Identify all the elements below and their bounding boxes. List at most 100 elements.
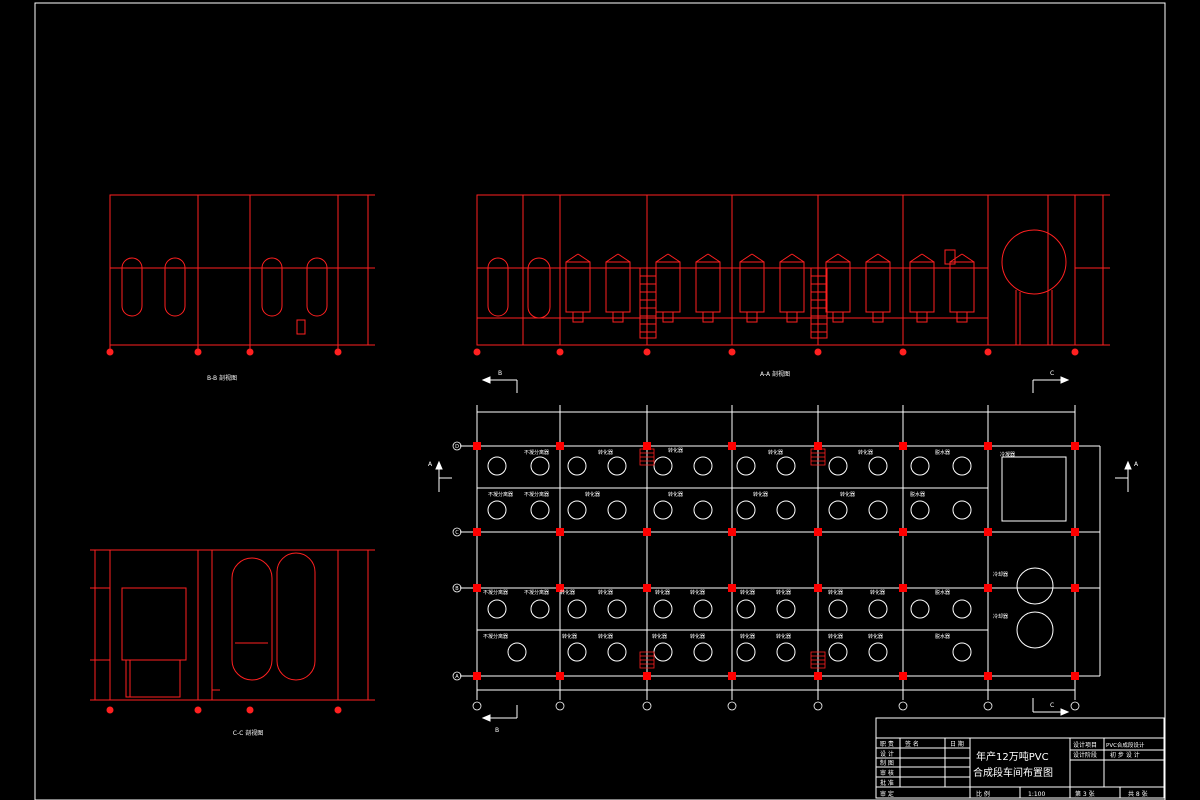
plan-label-r3-10: 脱水器: [935, 589, 950, 596]
tb-role-design: 设 计: [880, 750, 894, 758]
plan-label-r4-5: 转化器: [740, 633, 755, 640]
plan-label-r2-1: 不凝分离器: [524, 491, 549, 498]
tb-role-check: 审 核: [880, 769, 894, 777]
plan-equipment-row2: [487, 500, 972, 520]
row-label-d: D: [455, 444, 459, 450]
cut-b-bottom: B: [495, 727, 499, 734]
plan-label-r2-2: 转化器: [585, 491, 600, 498]
tb-project-label: 设计项目: [1073, 741, 1097, 749]
tb-col-name: 签 名: [905, 740, 919, 748]
plan-label-r2-8: 转化器: [840, 491, 855, 498]
tb-sheet-total: 共 8 张: [1128, 790, 1148, 798]
plan-label-r3-2: 转化器: [560, 589, 575, 596]
plan-label-r4-3: 转化器: [652, 633, 667, 640]
plan-axis-bubbles: [452, 441, 1080, 711]
plan-label-r1-4: 转化器: [668, 447, 683, 454]
plan-label-cooler-2: 冷却器: [993, 613, 1008, 620]
section-cut-arrows: [435, 376, 1132, 722]
aa-section-view: [473, 194, 1110, 356]
plan-label-r3-8: 转化器: [828, 589, 843, 596]
plan-label-r3-4: 转化器: [655, 589, 670, 596]
plan-label-r3-6: 转化器: [740, 589, 755, 596]
bb-axis-marker: [106, 348, 114, 356]
plan-columns: [473, 442, 1079, 680]
plan-label-r4-2: 转化器: [598, 633, 613, 640]
plan-label-r4-0: 不凝分离器: [483, 633, 508, 640]
row-label-c: C: [455, 530, 459, 536]
aa-view-label: A-A 剖视图: [760, 370, 790, 378]
cut-c-bottom: C: [1050, 702, 1054, 709]
plan-label-r1-2: 转化器: [598, 449, 613, 456]
row-label-a: A: [455, 674, 459, 680]
plan-label-r4-9: 脱水器: [935, 633, 950, 640]
title-block-text: 职 责 签 名 日 期 设 计 制 图 审 核 批 准 审 定 年产12万吨PV…: [880, 740, 1148, 798]
cut-a-right: A: [1134, 461, 1139, 468]
plan-label-r3-0: 不凝分离器: [483, 589, 508, 596]
tb-role-review: 审 定: [880, 790, 894, 798]
plan-label-r1-8: 转化器: [858, 449, 873, 456]
tb-project-value: PVC合成段设计: [1106, 741, 1145, 749]
cc-section-view: [90, 549, 375, 714]
cc-vessel-1: [231, 557, 273, 681]
plan-label-r2-6: 转化器: [753, 491, 768, 498]
cc-vessel-2: [276, 552, 316, 681]
tb-col-date: 日 期: [950, 740, 964, 748]
plan-label-r1-6: 转化器: [768, 449, 783, 456]
tb-title-line2: 合成段车间布置图: [973, 766, 1053, 779]
plan-label-r1-0: 不凝分离器: [524, 449, 549, 456]
cut-b-top: B: [498, 370, 502, 377]
plan-label-r3-5: 转化器: [690, 589, 705, 596]
aa-reactors: [565, 253, 975, 323]
plan-label-r1-10: 脱水器: [935, 449, 950, 456]
plan-view: [460, 405, 1101, 700]
cc-outline: [109, 549, 339, 701]
tb-sheet-number: 第 3 张: [1075, 790, 1095, 798]
plan-label-r4-7: 转化器: [828, 633, 843, 640]
plan-equipment-row3: [487, 599, 972, 619]
row-label-b: B: [455, 586, 459, 592]
plan-row-labels: D C B A: [455, 444, 459, 680]
plan-label-r2-4: 转化器: [668, 491, 683, 498]
bb-section-view: [106, 194, 375, 356]
bb-view-label: B-B 剖视图: [207, 374, 237, 382]
plan-label-r3-1: 不凝分离器: [524, 589, 549, 596]
plan-label-r3-9: 转化器: [870, 589, 885, 596]
cut-a-left: A: [428, 461, 433, 468]
tb-title-line1: 年产12万吨PVC: [976, 750, 1049, 763]
aa-stair-2: [810, 267, 828, 339]
bb-outline: [109, 194, 339, 346]
tb-col-role: 职 责: [880, 740, 894, 748]
plan-labels: 不凝分离器 转化器 转化器 转化器 转化器 脱水器 不凝分离器 不凝分离器 转化…: [483, 447, 1015, 640]
plan-label-cooler-1: 冷却器: [993, 571, 1008, 578]
plan-label-r3-7: 转化器: [776, 589, 791, 596]
tb-role-draw: 制 图: [880, 759, 894, 767]
plan-equipment-row4: [507, 642, 972, 662]
aa-outline: [476, 194, 1076, 346]
plan-cooler-2: [1016, 611, 1054, 649]
plan-cooler-1: [1016, 567, 1054, 605]
cut-c-top: C: [1050, 370, 1054, 377]
tb-role-approve: 批 准: [880, 779, 894, 787]
plan-label-r3-3: 转化器: [598, 589, 613, 596]
plan-label-r4-1: 转化器: [562, 633, 577, 640]
tb-scale-value: 1:100: [1028, 791, 1045, 798]
plan-label-condenser: 冷凝器: [1000, 451, 1015, 458]
aa-spherical-tank: [1001, 229, 1067, 295]
plan-label-r4-4: 转化器: [690, 633, 705, 640]
tb-stage-value: 初 步 设 计: [1110, 751, 1140, 759]
drawing-frame: [34, 2, 1166, 800]
tb-stage-label: 设计阶段: [1073, 751, 1097, 759]
cc-view-label: C-C 剖视图: [233, 729, 263, 737]
plan-equipment-row1: [487, 456, 972, 476]
plan-label-r2-0: 不凝分离器: [488, 491, 513, 498]
plan-label-r4-6: 转化器: [776, 633, 791, 640]
aa-stair-1: [639, 267, 657, 339]
plan-stairs: [639, 448, 826, 669]
title-block: [875, 717, 1165, 799]
plan-label-r2-10: 脱水器: [910, 491, 925, 498]
tb-scale-label: 比 例: [976, 790, 990, 798]
plan-label-r4-8: 转化器: [868, 633, 883, 640]
plan-condenser-box: [1001, 456, 1067, 522]
